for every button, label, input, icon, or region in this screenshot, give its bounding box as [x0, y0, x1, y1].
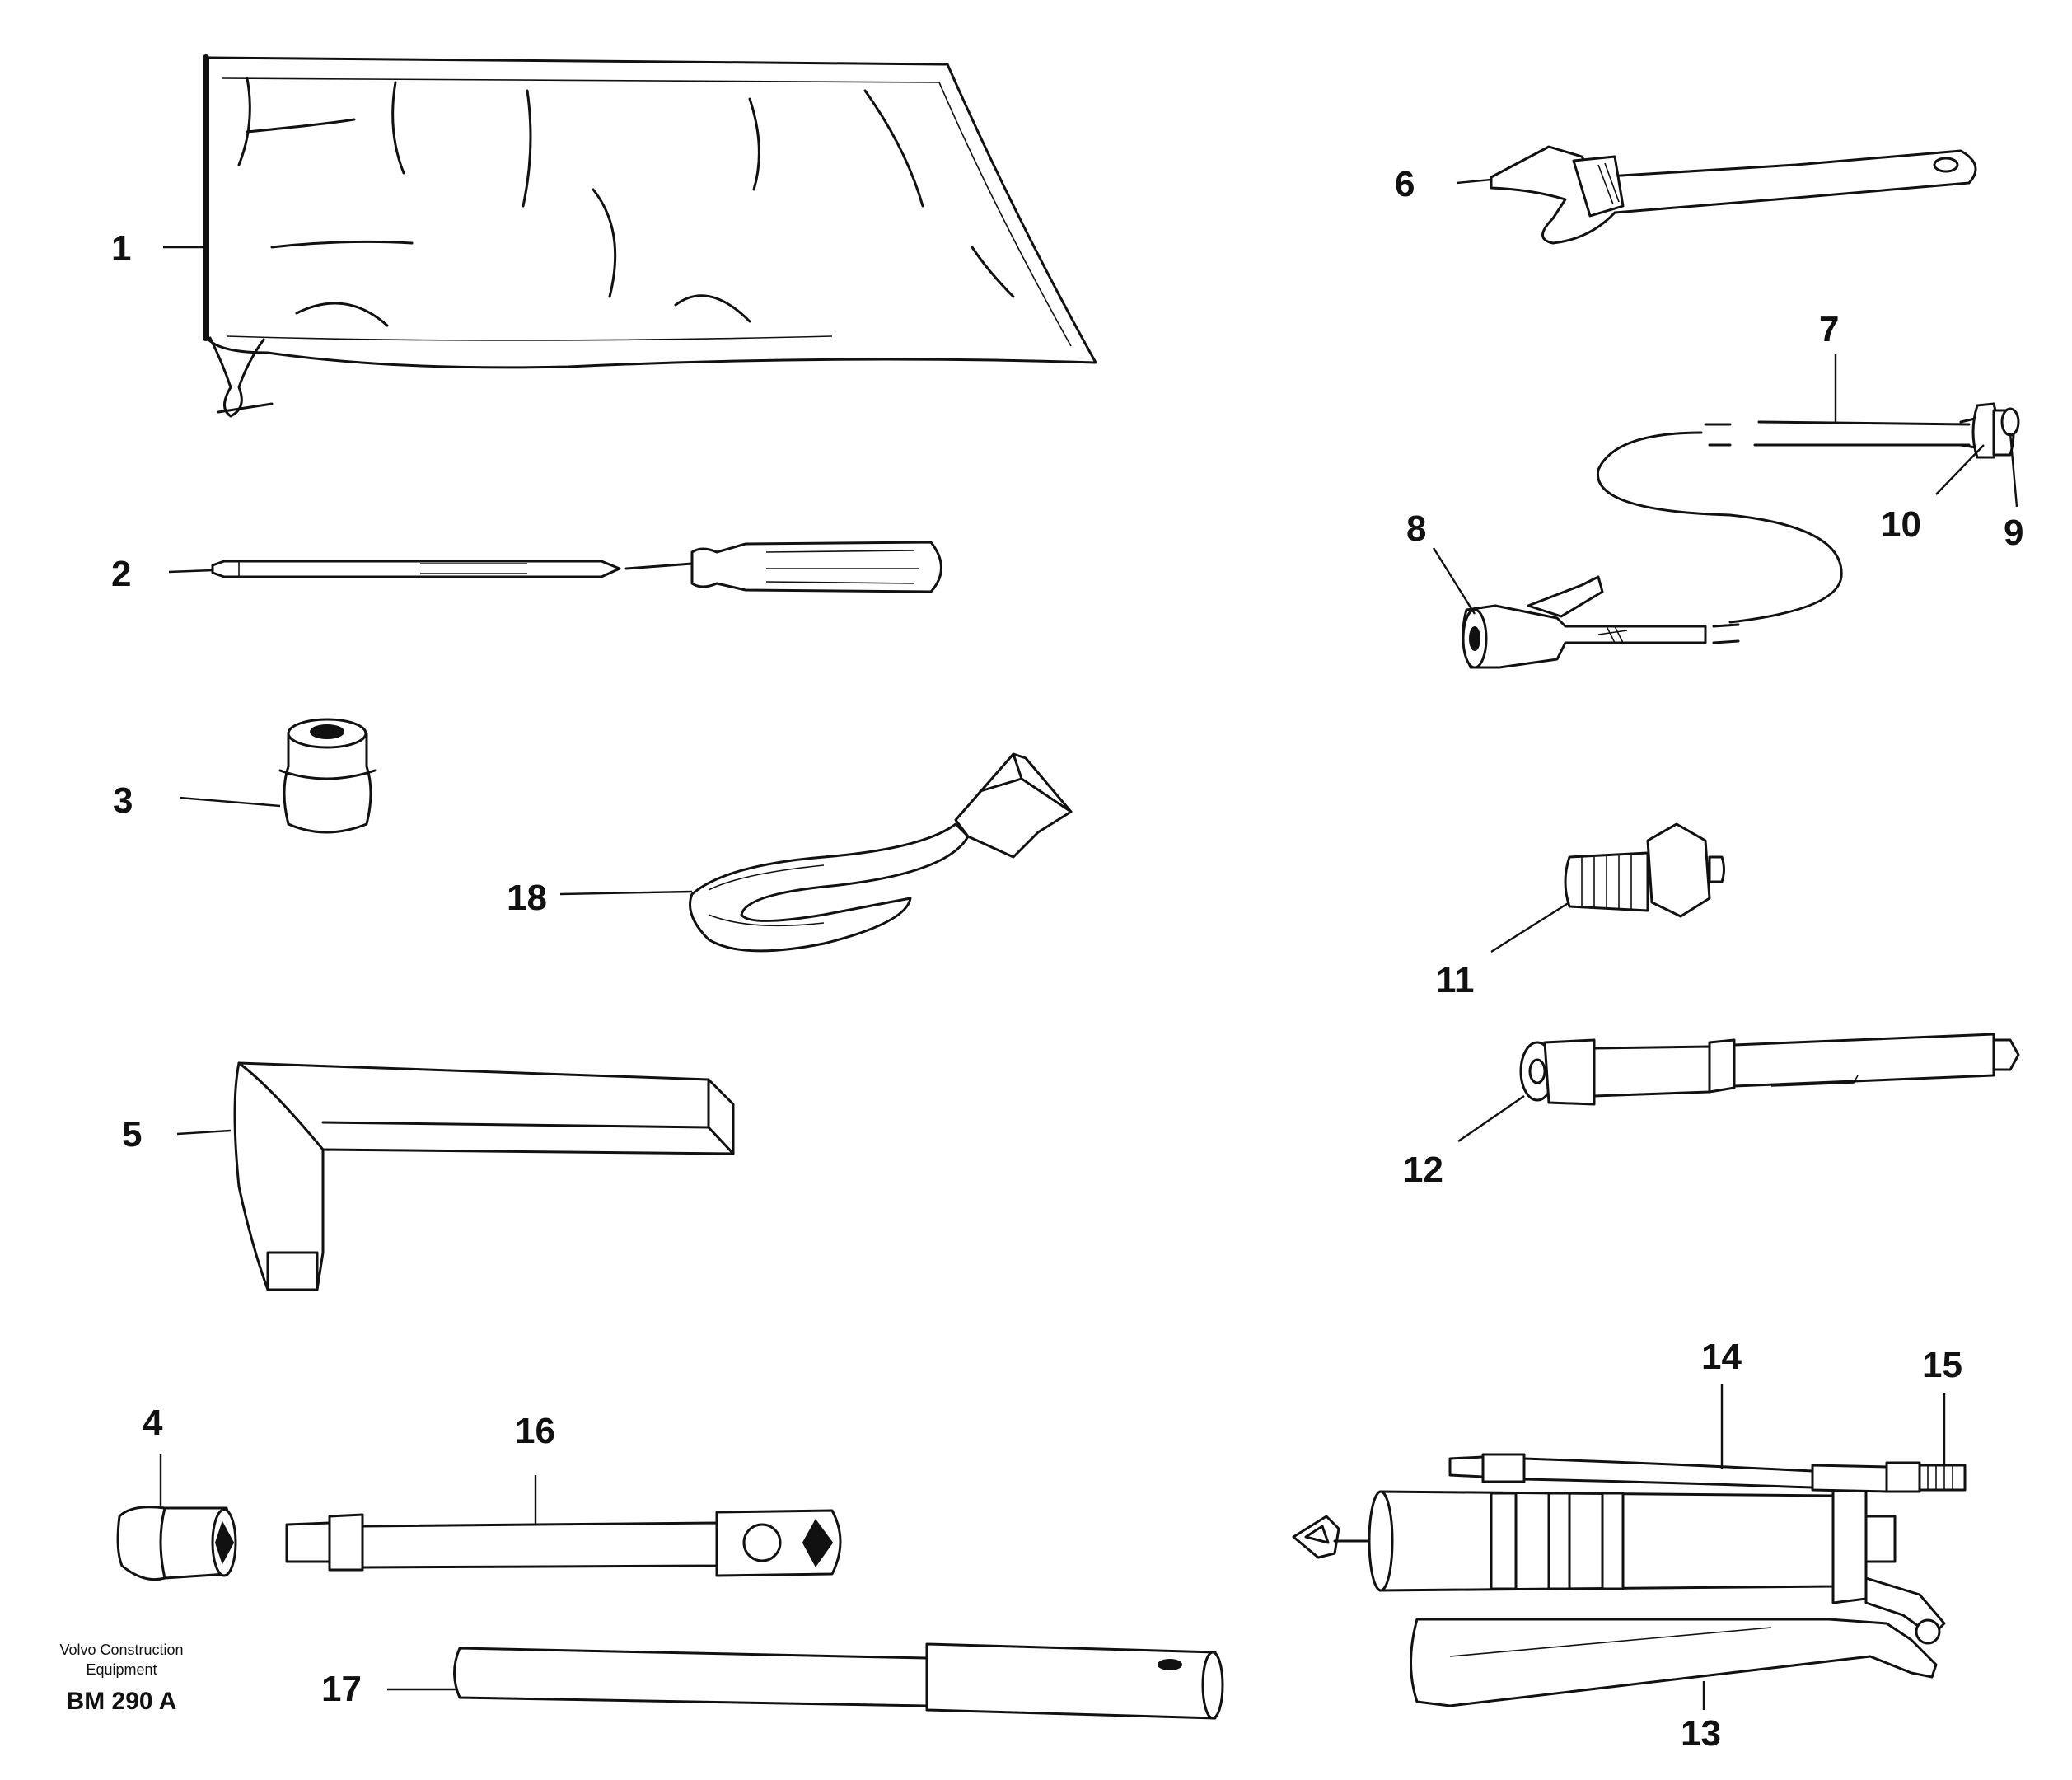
callout-11: 11	[1436, 960, 1475, 1000]
callout-5: 5	[122, 1114, 143, 1155]
leader-line-10	[1935, 444, 1985, 495]
leader-line-18	[559, 890, 693, 896]
leader-line-5	[176, 1129, 232, 1136]
leader-line-12	[1457, 1095, 1525, 1142]
callout-8: 8	[1406, 508, 1427, 549]
credit-line-2: Equipment	[86, 1661, 157, 1678]
socket-medium-drawing	[116, 1506, 237, 1581]
leader-line-11	[1490, 901, 1570, 953]
hex-key-drawing	[233, 1061, 735, 1291]
callout-18: 18	[507, 878, 547, 918]
leader-line-8	[1432, 547, 1476, 615]
tool-bag-drawing	[203, 54, 1097, 418]
callout-9: 9	[2004, 513, 2024, 553]
callout-10: 10	[1881, 504, 1921, 545]
callout-13: 13	[1681, 1713, 1721, 1754]
callout-1: 1	[111, 228, 132, 269]
adapter-nipple-drawing	[1564, 822, 1725, 918]
callout-12: 12	[1403, 1150, 1443, 1190]
leader-line-9	[2009, 432, 2018, 508]
socket-small-drawing	[278, 718, 377, 834]
filter-strap-wrench-drawing	[689, 752, 1073, 953]
manufacturer-credit: Volvo Construction Equipment BM 290 A	[45, 1640, 198, 1716]
wheel-brace-drawing	[285, 1509, 842, 1577]
credit-line-1: Volvo Construction	[59, 1642, 184, 1658]
callout-4: 4	[143, 1403, 163, 1443]
tire-pressure-gauge-drawing	[1519, 1033, 2020, 1106]
air-hose-drawing	[1462, 402, 2020, 669]
callout-16: 16	[515, 1411, 555, 1451]
leader-line-3	[179, 796, 281, 808]
grease-gun-drawing	[1292, 1453, 1967, 1707]
drawing-code: BM 290 A	[66, 1688, 177, 1715]
callout-6: 6	[1395, 164, 1415, 204]
leader-line-6	[1456, 178, 1492, 185]
callout-14: 14	[1701, 1337, 1742, 1377]
adjustable-wrench-drawing	[1490, 145, 1977, 245]
callout-3: 3	[113, 780, 133, 821]
callout-17: 17	[321, 1669, 362, 1709]
leader-line-2	[168, 569, 213, 574]
tommy-bar-drawing	[453, 1642, 1224, 1720]
screwdriver-drawing	[211, 541, 942, 593]
callout-15: 15	[1922, 1345, 1962, 1385]
callout-2: 2	[111, 554, 132, 594]
callout-7: 7	[1819, 309, 1840, 349]
